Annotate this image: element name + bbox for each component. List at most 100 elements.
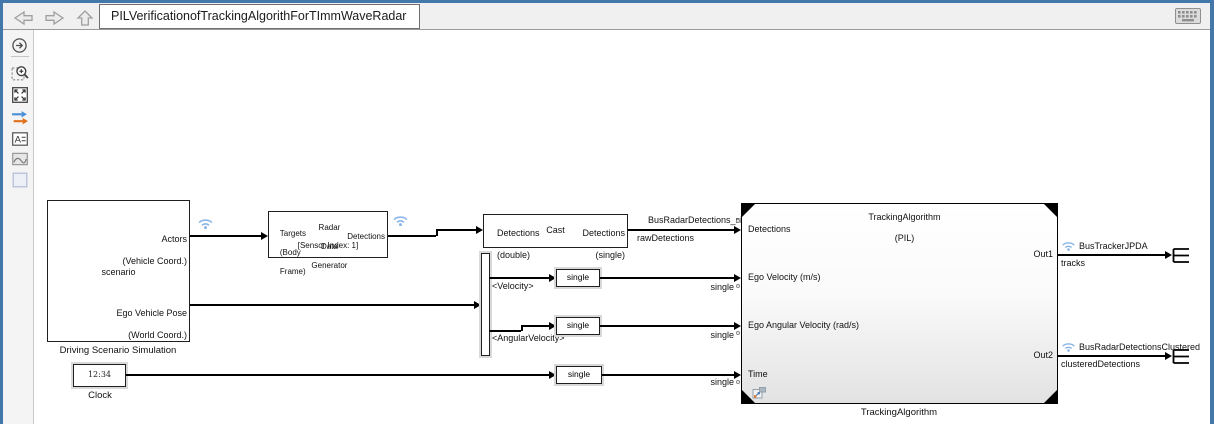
bus-selector-block[interactable] [481, 253, 490, 356]
signal-name-velocity[interactable]: <Velocity> [492, 281, 534, 291]
signal-name-single[interactable]: single [710, 377, 734, 387]
terminator-block[interactable] [1172, 348, 1191, 365]
cast-out-port-label: Detections (single) [582, 228, 625, 260]
port-testpoint [736, 380, 740, 384]
signal-name-bus-radar-detections-single[interactable]: BusRadarDetections_single [648, 215, 760, 225]
arrowhead [1165, 352, 1172, 360]
keyboard-shortcuts-button[interactable] [1175, 8, 1203, 26]
signal-logging-wifi-icon[interactable] [1060, 339, 1077, 353]
signal-line-clustered[interactable] [1058, 355, 1165, 357]
signal-line-ego-pose[interactable] [190, 304, 474, 306]
signal-line-angular-velocity[interactable] [521, 325, 549, 327]
port-testpoint [736, 219, 740, 223]
signal-name-bus-tracker-jpda[interactable]: BusTrackerJPDA [1079, 241, 1148, 251]
data-type-conversion-block[interactable]: single [556, 269, 600, 287]
port-testpoint [736, 331, 740, 335]
up-arrow-icon [76, 10, 94, 26]
tracking-in-port-detections: Detections [748, 224, 791, 234]
signal-line-velocity-single[interactable] [600, 277, 734, 279]
cast-block[interactable] [483, 214, 628, 248]
window-frame-top [0, 0, 1214, 3]
radar-in-port-label: Targets (Body Frame) [279, 228, 306, 276]
zoom-region-icon [11, 66, 29, 81]
breadcrumb[interactable]: PILVerificationofTrackingAlgorithForTImm… [99, 4, 420, 29]
tracking-in-port-ego-velocity: Ego Velocity (m/s) [748, 272, 821, 282]
arrowhead [549, 322, 556, 330]
signal-name-bus-radar-detections-clustered[interactable]: BusRadarDetectionsClustered [1079, 342, 1201, 352]
terminator-block[interactable] [1172, 247, 1191, 264]
annotation-button[interactable]: A [11, 130, 29, 148]
signal-line-angular-single[interactable] [600, 325, 734, 327]
explorer-bar-button[interactable] [11, 37, 29, 55]
signal-line-actors[interactable] [190, 235, 261, 237]
signal-line-detections[interactable] [436, 229, 438, 236]
signal-line-raw-detections[interactable] [628, 229, 734, 231]
palette-divider [11, 56, 29, 57]
cast-block-name: Cast [546, 225, 565, 235]
window-frame-left [0, 3, 3, 424]
arrowhead [734, 226, 741, 234]
clock-display: 12:34 [87, 370, 112, 379]
back-button[interactable] [12, 9, 34, 27]
circled-arrow-icon [12, 38, 27, 53]
viewport-button[interactable] [11, 171, 29, 189]
image-button[interactable] [11, 150, 29, 168]
fit-to-view-button[interactable] [11, 86, 29, 104]
signal-line-angular-velocity[interactable] [489, 330, 521, 332]
signal-name-single[interactable]: single [710, 330, 734, 340]
pil-corner-mark [1044, 204, 1057, 217]
forward-arrow-icon [45, 10, 65, 26]
tracking-in-port-time: Time [748, 369, 768, 379]
signal-name-single[interactable]: single [710, 282, 734, 292]
radar-sensor-index: [Sensor Index: 1] [297, 241, 359, 250]
clock-block[interactable]: 12:34 [73, 364, 126, 387]
signal-name-raw-detections[interactable]: rawDetections [637, 233, 695, 243]
annotation-icon: A [12, 132, 28, 146]
tracking-caption: TrackingAlgorithm [860, 407, 938, 418]
signal-name-clustered-detections[interactable]: clusteredDetections [1061, 359, 1141, 369]
signal-line-time[interactable] [126, 374, 549, 376]
viewport-icon [12, 172, 28, 188]
arrowhead [549, 274, 556, 282]
driving-scenario-simulation-block[interactable] [47, 200, 190, 342]
editor-palette: A [3, 30, 34, 424]
data-type-conversion-block[interactable]: single [556, 317, 600, 335]
arrowhead [1165, 251, 1172, 259]
port-label-actors: Actors (Vehicle Coord.) [122, 234, 187, 266]
up-to-parent-button[interactable] [74, 9, 96, 27]
signal-logging-wifi-icon[interactable] [1060, 238, 1077, 252]
dual-arrows-icon [12, 111, 28, 125]
signal-compare-button[interactable] [11, 109, 29, 127]
radar-block-name: Radar Data Generator [311, 222, 348, 270]
tracking-out-port-out1: Out1 [1033, 249, 1053, 259]
port-testpoint [736, 284, 740, 288]
forward-button[interactable] [44, 9, 66, 27]
pil-corner-mark [742, 390, 755, 403]
keyboard-icon [1175, 8, 1201, 24]
arrowhead [734, 371, 741, 379]
data-type-conversion-block[interactable]: single [556, 366, 602, 384]
zoom-region-button[interactable] [11, 64, 29, 82]
window-frame-right [1210, 3, 1214, 424]
signal-line-velocity[interactable] [489, 277, 549, 279]
signal-logging-wifi-icon[interactable] [196, 215, 215, 230]
arrowhead [549, 371, 556, 379]
signal-name-tracks[interactable]: tracks [1061, 258, 1086, 268]
port-label-scenario: scenario [101, 267, 136, 277]
arrowhead [734, 274, 741, 282]
signal-name-angular-velocity[interactable]: <AngularVelocity> [492, 333, 565, 343]
signal-line-detections[interactable] [388, 235, 436, 237]
signal-logging-wifi-icon[interactable] [391, 212, 410, 227]
model-name: PILVerificationofTrackingAlgorithForTImm… [111, 9, 407, 23]
signal-line-detections[interactable] [436, 229, 476, 231]
tracking-algorithm-pil-block[interactable] [741, 203, 1058, 404]
navigation-toolbar: PILVerificationofTrackingAlgorithForTImm… [3, 3, 1210, 30]
radar-data-generator-block[interactable] [268, 211, 388, 258]
signal-line-time-single[interactable] [602, 374, 734, 376]
signal-line-angular-velocity[interactable] [521, 325, 523, 331]
model-reference-badge-icon [752, 387, 766, 399]
pil-corner-mark [742, 204, 755, 217]
arrowhead [476, 226, 483, 234]
signal-line-tracks[interactable] [1058, 254, 1165, 256]
